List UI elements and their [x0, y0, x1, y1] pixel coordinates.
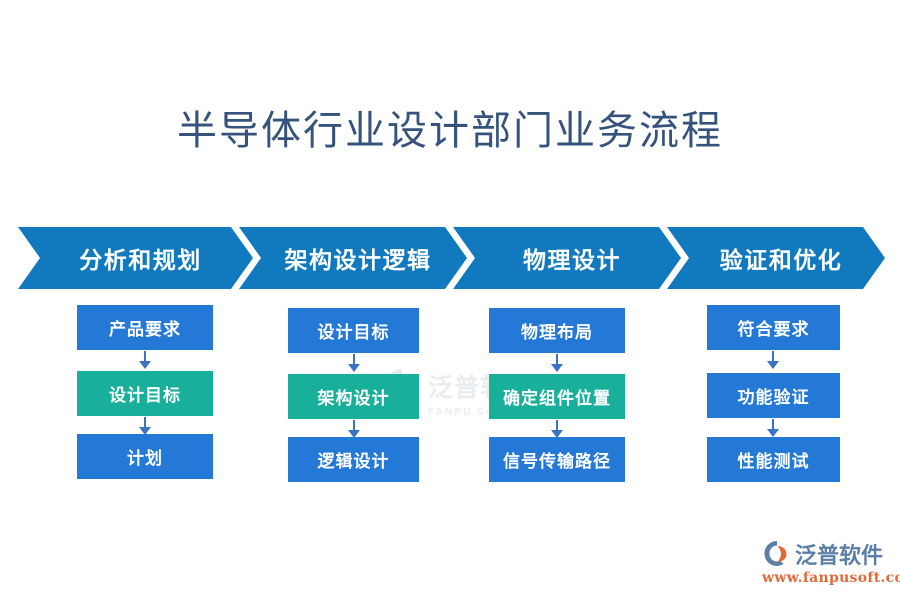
connector-head [551, 430, 563, 438]
connector-arrow-down-icon [138, 417, 152, 438]
phase-banner-physical[interactable]: 物理设计 [453, 227, 681, 289]
step-box[interactable]: 设计目标 [77, 371, 213, 416]
brand-logo-url: www.fanpusoft.com [762, 570, 900, 586]
connector-stem [556, 354, 558, 366]
connector-head [551, 364, 563, 372]
connector-head [767, 429, 779, 437]
step-box[interactable]: 性能测试 [707, 437, 840, 482]
step-box[interactable]: 确定组件位置 [489, 374, 625, 419]
connector-stem [353, 354, 355, 366]
connector-arrow-down-icon [766, 419, 780, 441]
step-box[interactable]: 计划 [77, 434, 213, 479]
connector-stem [772, 351, 774, 363]
connector-head [767, 361, 779, 369]
connector-head [348, 364, 360, 372]
connector-head [348, 430, 360, 438]
step-box[interactable]: 功能验证 [707, 373, 840, 418]
connector-stem [772, 419, 774, 431]
brand-logo[interactable]: 泛普软件 www.fanpusoft.com [762, 538, 900, 590]
step-box[interactable]: 架构设计 [288, 374, 419, 419]
step-box[interactable]: 信号传输路径 [489, 437, 625, 482]
connector-arrow-down-icon [138, 351, 152, 372]
step-box[interactable]: 设计目标 [288, 308, 419, 353]
brand-logo-row: 泛普软件 [762, 538, 892, 570]
connector-stem [144, 417, 146, 429]
connector-arrow-down-icon [347, 354, 361, 375]
connector-head [139, 427, 151, 435]
phase-banner-analysis[interactable]: 分析和规划 [18, 227, 253, 289]
connector-stem [353, 420, 355, 432]
page-title: 半导体行业设计部门业务流程 [177, 108, 723, 154]
phase-banner-architecture[interactable]: 架构设计逻辑 [239, 227, 467, 289]
phase-banner-verification[interactable]: 验证和优化 [667, 227, 885, 289]
step-box[interactable]: 符合要求 [707, 305, 840, 350]
connector-arrow-down-icon [766, 351, 780, 373]
connector-stem [144, 351, 146, 363]
brand-logo-cn: 泛普软件 [795, 544, 884, 569]
phase-banner-row: 分析和规划 架构设计逻辑 物理设计 验证和优化 [0, 227, 900, 289]
step-box[interactable]: 物理布局 [489, 308, 625, 353]
step-box[interactable]: 产品要求 [77, 305, 213, 350]
connector-arrow-down-icon [550, 420, 564, 441]
connector-head [139, 361, 151, 369]
connector-stem [556, 420, 558, 432]
connector-arrow-down-icon [347, 420, 361, 441]
connector-arrow-down-icon [550, 354, 564, 375]
fanpu-logo-icon [764, 541, 787, 566]
step-box[interactable]: 逻辑设计 [288, 437, 419, 482]
